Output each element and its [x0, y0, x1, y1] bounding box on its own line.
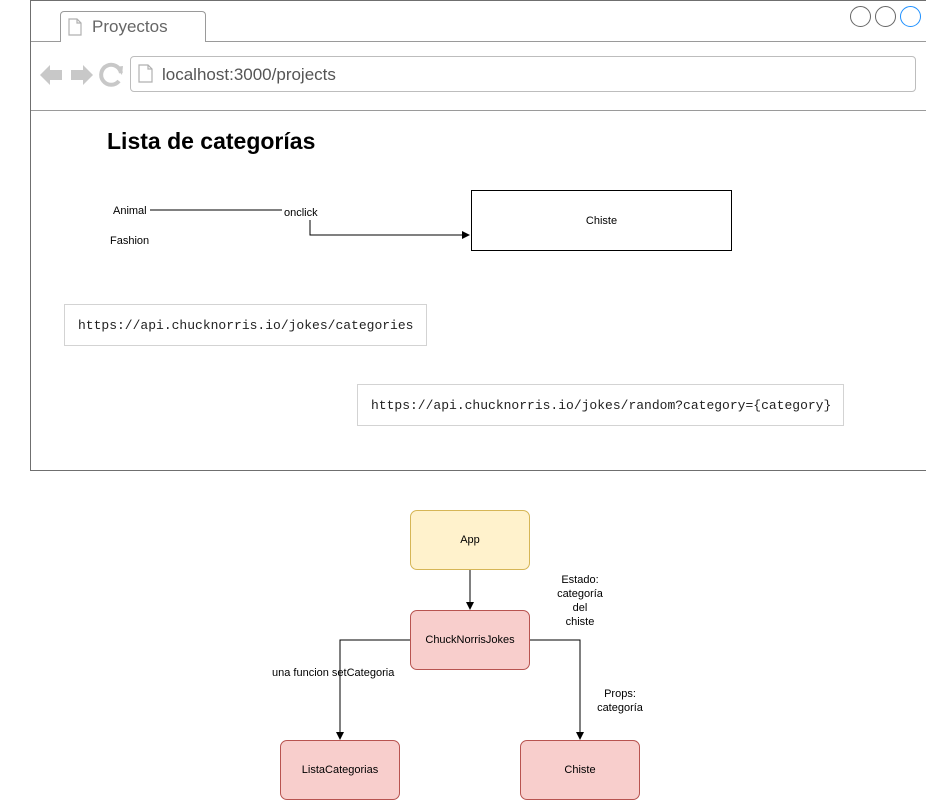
window-control-circle-icon[interactable] [875, 6, 896, 27]
note-line: categoría [557, 588, 603, 600]
estado-note: Estado: categoría del chiste [550, 573, 610, 629]
note-line: Props: [604, 688, 636, 700]
navigation-icons [40, 62, 123, 87]
onclick-arrow [309, 220, 470, 239]
joke-box-label: Chiste [585, 214, 618, 227]
note-line: del [572, 602, 588, 614]
note-line: categoría [597, 702, 643, 714]
toolbar-divider [31, 110, 926, 111]
forward-arrow-icon[interactable] [71, 65, 93, 85]
chuck-to-chiste-arrow [530, 639, 584, 740]
tab-title: Proyectos [92, 17, 168, 36]
component-node-chiste: Chiste [520, 740, 640, 800]
node-label: App [460, 534, 480, 546]
setcategoria-note: una funcion setCategoria [272, 667, 395, 679]
component-node-chucknorrisjokes: ChuckNorrisJokes [410, 610, 530, 670]
browser-window-mock: Proyectos localhost:3000/projects Lista … [30, 0, 926, 471]
joke-display-box: Chiste [471, 190, 732, 251]
category-item-animal[interactable]: Animal [113, 205, 147, 217]
api-categories-url: https://api.chucknorris.io/jokes/categor… [64, 304, 427, 346]
props-note: Props: categoría [590, 687, 650, 715]
page-icon [68, 18, 82, 36]
api-random-text: https://api.chucknorris.io/jokes/random?… [371, 397, 832, 413]
node-label: Chiste [564, 764, 596, 776]
url-text: localhost:3000/projects [162, 65, 336, 84]
address-bar[interactable]: localhost:3000/projects [130, 56, 916, 92]
note-line: chiste [565, 616, 595, 628]
page-icon [138, 64, 153, 83]
component-node-app: App [410, 510, 530, 570]
note-line: Estado: [561, 574, 599, 586]
back-arrow-icon[interactable] [40, 65, 62, 85]
tab-bar: Proyectos [31, 1, 926, 42]
window-control-circle-active-icon[interactable] [900, 6, 921, 27]
api-random-url: https://api.chucknorris.io/jokes/random?… [357, 384, 844, 426]
component-node-listacategorias: ListaCategorias [280, 740, 400, 800]
page-title: Lista de categorías [107, 128, 316, 154]
chuck-to-lista-arrow [336, 639, 410, 740]
category-item-fashion[interactable]: Fashion [110, 235, 150, 247]
node-label: ListaCategorias [301, 764, 379, 776]
onclick-label: onclick [284, 207, 318, 219]
node-label: ChuckNorrisJokes [425, 634, 515, 646]
api-categories-text: https://api.chucknorris.io/jokes/categor… [78, 317, 414, 333]
browser-tab[interactable]: Proyectos [60, 11, 206, 42]
window-control-circle-icon[interactable] [850, 6, 871, 27]
reload-icon[interactable] [99, 62, 123, 87]
